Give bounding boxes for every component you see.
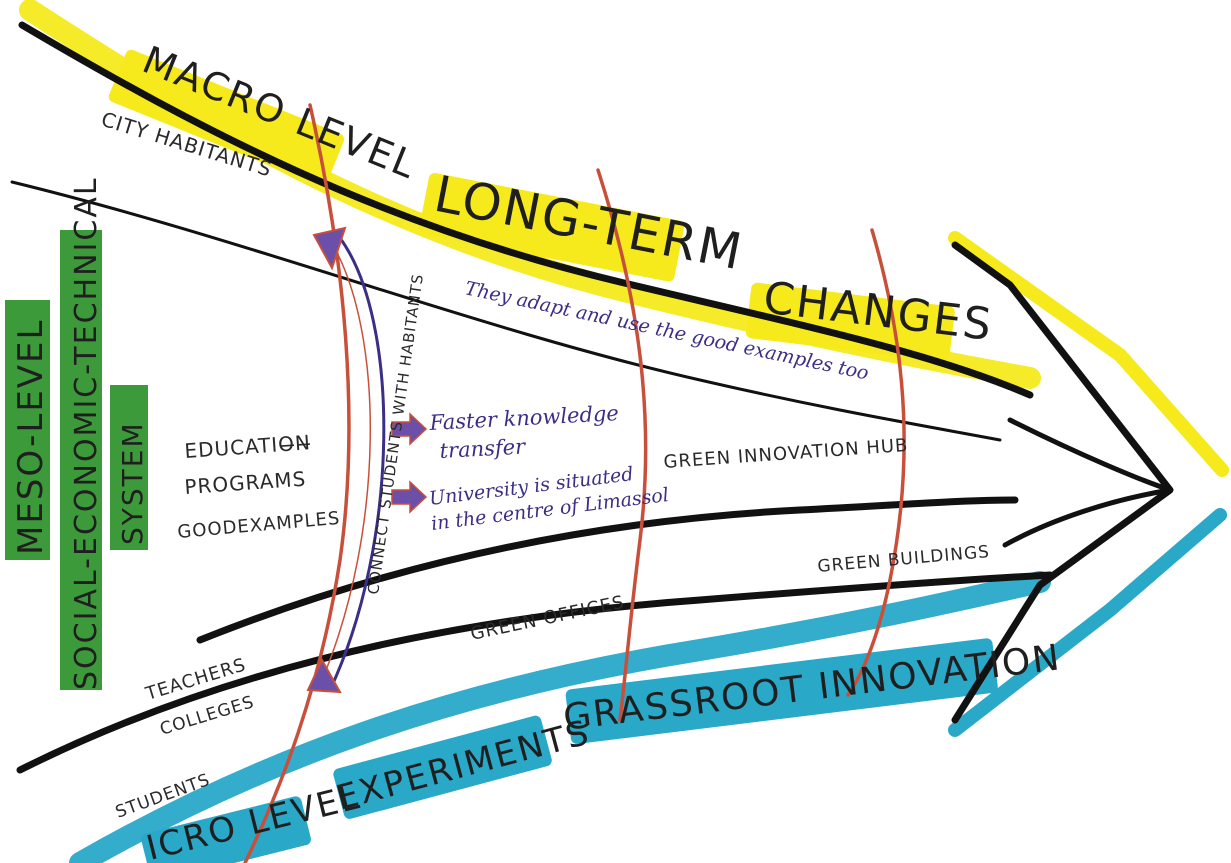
green-buildings-label: GREEN BUILDINGS xyxy=(817,542,991,577)
arrowhead-top-yellow xyxy=(948,231,1229,477)
arrowhead-bottom-blue xyxy=(948,508,1227,737)
green-innovation-hub-label: GREEN INNOVATION HUB xyxy=(663,435,909,473)
meso-level-line-3: SYSTEM xyxy=(116,421,149,545)
programs-label: PROGRAMS xyxy=(184,467,307,499)
connector-top-arrowhead xyxy=(312,226,347,271)
connector-curve xyxy=(328,236,386,692)
meso-level-line-1: MESO-LEVEL xyxy=(11,319,51,555)
top-boundary-line xyxy=(18,21,1034,399)
time-line-3 xyxy=(846,228,906,697)
faster-knowledge-line-1: Faster knowledge xyxy=(428,401,619,435)
connector-curve-2 xyxy=(321,239,371,681)
arrow-faster-knowledge xyxy=(391,412,428,446)
meso-highlight-3 xyxy=(110,385,148,550)
meso-highlight-2 xyxy=(60,230,102,690)
meso-highlight-1 xyxy=(5,300,50,560)
good-examples-label: GOODEXAMPLES xyxy=(177,508,342,543)
connector-bottom-arrowhead xyxy=(306,657,342,694)
experiments-highlight xyxy=(333,715,552,819)
bottom-boundary-line xyxy=(16,571,1054,774)
education-label: EDUCATIO̶N̶ xyxy=(184,430,312,463)
long-term-highlight xyxy=(419,173,685,282)
faster-knowledge-line-2: transfer xyxy=(439,434,528,463)
green-offices-label: GREEN OFFICES xyxy=(469,592,627,645)
arrowhead-inner xyxy=(1002,417,1171,548)
micro-highlight-band xyxy=(69,571,1051,863)
macro-level-highlight xyxy=(108,49,345,187)
micro-level-highlight xyxy=(141,796,311,863)
meso-level-line-2: SOCIAL-ECONOMIC-TECHNICAL xyxy=(69,176,104,690)
grassroot-highlight xyxy=(565,638,998,744)
changes-highlight xyxy=(745,282,955,362)
arrow-university xyxy=(391,480,428,514)
time-line-2 xyxy=(596,168,648,722)
inner-top-line xyxy=(10,180,1002,442)
colleges-label: COLLEGES xyxy=(158,692,257,740)
